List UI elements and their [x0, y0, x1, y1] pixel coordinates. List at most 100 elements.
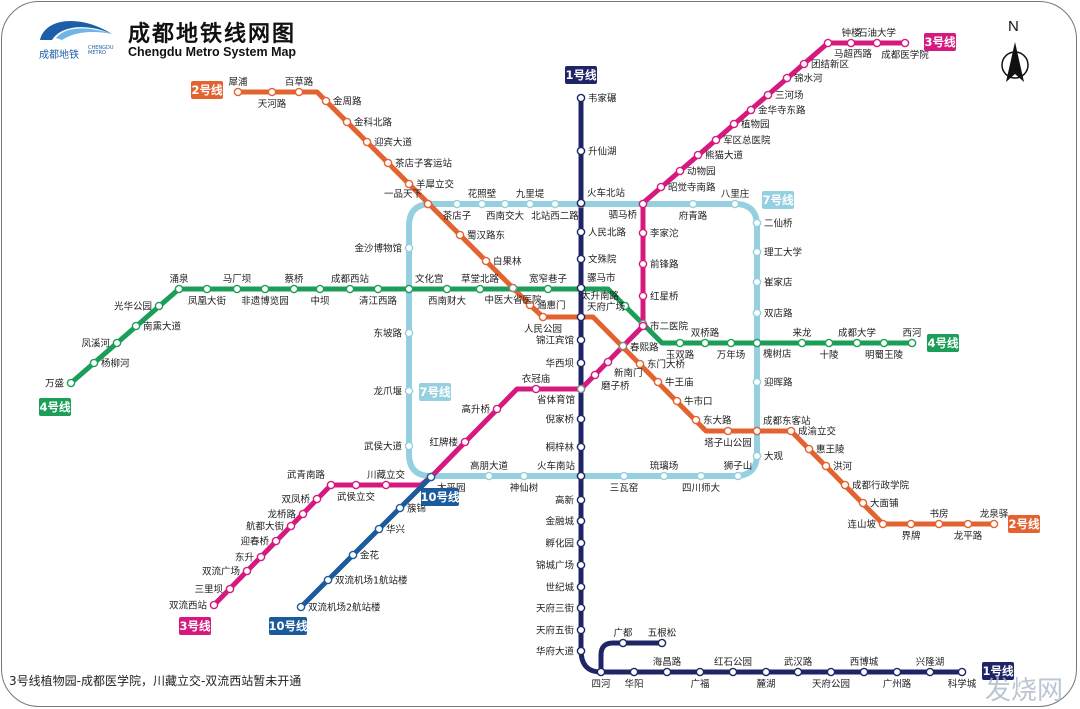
station-marker[interactable] [342, 117, 352, 127]
station-label[interactable]: 玉双路 [666, 349, 695, 361]
station-marker[interactable] [695, 667, 705, 677]
station-marker[interactable] [761, 667, 771, 677]
station-marker[interactable] [271, 536, 281, 546]
station-marker[interactable] [404, 441, 414, 451]
station-label[interactable]: 草堂北路 [461, 273, 500, 285]
station-marker[interactable] [858, 498, 868, 508]
station-marker[interactable] [620, 301, 630, 311]
station-marker[interactable] [906, 519, 916, 529]
station-label[interactable]: 茶店子客运站 [395, 158, 453, 170]
station-label[interactable]: 明蜀王陵 [865, 350, 904, 361]
station-marker[interactable] [752, 247, 762, 257]
station-label[interactable]: 航都大街 [246, 521, 285, 533]
station-marker[interactable] [733, 471, 743, 481]
station-label[interactable]: 龙泉驿 [980, 508, 1009, 520]
station-label[interactable]: 锦城广场 [536, 560, 574, 572]
station-marker[interactable] [426, 472, 436, 482]
station-label[interactable]: 韦家碾 [588, 93, 617, 105]
station-label[interactable]: 界牌 [901, 530, 921, 542]
station-marker[interactable] [321, 96, 331, 106]
station-label[interactable]: 牛王庙 [665, 377, 694, 389]
station-marker[interactable] [576, 495, 586, 505]
station-marker[interactable] [840, 480, 850, 490]
station-label[interactable]: 八里庄 [721, 188, 750, 200]
station-marker[interactable] [404, 179, 414, 189]
station-label[interactable]: 石油大学 [858, 27, 896, 39]
station-label[interactable]: 植物园 [741, 119, 770, 131]
station-label[interactable]: 西博城 [850, 656, 879, 668]
station-marker[interactable] [484, 471, 494, 481]
station-marker[interactable] [799, 59, 809, 69]
station-marker[interactable] [925, 667, 935, 677]
station-marker[interactable] [323, 575, 333, 585]
station-label[interactable]: 马厂坝 [223, 274, 252, 285]
station-label[interactable]: 新南门 [614, 367, 643, 379]
station-label[interactable]: 蜀汉路东 [467, 230, 505, 242]
station-marker[interactable] [298, 509, 308, 519]
station-marker[interactable] [260, 284, 270, 294]
station-label[interactable]: 花照壁 [468, 188, 497, 200]
station-label[interactable]: 东门大桥 [647, 359, 686, 371]
station-marker[interactable] [242, 566, 252, 576]
station-label[interactable]: 涌泉 [169, 273, 189, 285]
station-label[interactable]: 骡马市 [587, 272, 616, 284]
station-marker[interactable] [826, 667, 836, 677]
station-marker[interactable] [348, 550, 358, 560]
station-marker[interactable] [907, 338, 917, 348]
station-marker[interactable] [596, 667, 606, 677]
station-label[interactable]: 团结新区 [811, 59, 850, 71]
station-marker[interactable] [688, 199, 698, 209]
station-marker[interactable] [481, 256, 491, 266]
station-label[interactable]: 来龙 [792, 327, 812, 339]
station-label[interactable]: 衣冠庙 [522, 373, 551, 385]
station-marker[interactable] [576, 414, 586, 424]
station-marker[interactable] [638, 321, 648, 331]
station-label[interactable]: 洪河 [833, 461, 853, 473]
station-marker[interactable] [576, 384, 586, 394]
station-marker[interactable] [821, 461, 831, 471]
station-marker[interactable] [989, 519, 999, 529]
station-marker[interactable] [315, 284, 325, 294]
station-marker[interactable] [404, 328, 414, 338]
station-marker[interactable] [89, 358, 99, 368]
station-label[interactable]: 川藏立交 [367, 469, 406, 481]
station-marker[interactable] [519, 471, 529, 481]
station-marker[interactable] [267, 87, 277, 97]
station-label[interactable]: 中医大省医院 [484, 294, 542, 306]
station-label[interactable]: 红牌楼 [429, 437, 458, 449]
station-marker[interactable] [752, 277, 762, 287]
station-label[interactable]: 光华公园 [114, 301, 152, 313]
station-marker[interactable] [576, 93, 586, 103]
station-marker[interactable] [395, 503, 405, 513]
station-label[interactable]: 四河 [591, 678, 611, 690]
station-label[interactable]: 科学城 [948, 678, 977, 690]
station-label[interactable]: 昭觉寺南路 [668, 182, 716, 194]
station-label[interactable]: 凤凰大街 [188, 295, 227, 307]
station-label[interactable]: 神仙树 [510, 482, 539, 494]
station-marker[interactable] [225, 584, 235, 594]
station-marker[interactable] [202, 284, 212, 294]
station-marker[interactable] [804, 444, 814, 454]
station-label[interactable]: 双流广场 [202, 566, 240, 578]
station-marker[interactable] [543, 284, 553, 294]
station-label[interactable]: 槐树店 [763, 348, 792, 360]
station-label[interactable]: 迎晖路 [764, 377, 793, 389]
station-label[interactable]: 狮子山 [724, 461, 753, 472]
station-marker[interactable] [576, 146, 586, 156]
station-label[interactable]: 三河场 [775, 90, 804, 102]
station-label[interactable]: 成都医学院 [881, 49, 929, 61]
station-label[interactable]: 东升 [235, 552, 255, 564]
station-label[interactable]: 茶店子 [443, 210, 472, 222]
station-label[interactable]: 天府五街 [536, 625, 575, 637]
station-label[interactable]: 龙爪堰 [373, 386, 402, 398]
station-label[interactable]: 动物园 [687, 166, 716, 178]
station-marker[interactable] [312, 494, 322, 504]
station-label[interactable]: 牛市口 [684, 396, 713, 408]
station-label[interactable]: 太升南路 [581, 290, 620, 302]
station-marker[interactable] [653, 377, 663, 387]
station-label[interactable]: 人民公园 [524, 324, 562, 335]
station-marker[interactable] [576, 582, 586, 592]
station-marker[interactable] [711, 135, 721, 145]
station-label[interactable]: 武青南路 [287, 469, 326, 481]
station-label[interactable]: 惠王陵 [816, 444, 845, 456]
